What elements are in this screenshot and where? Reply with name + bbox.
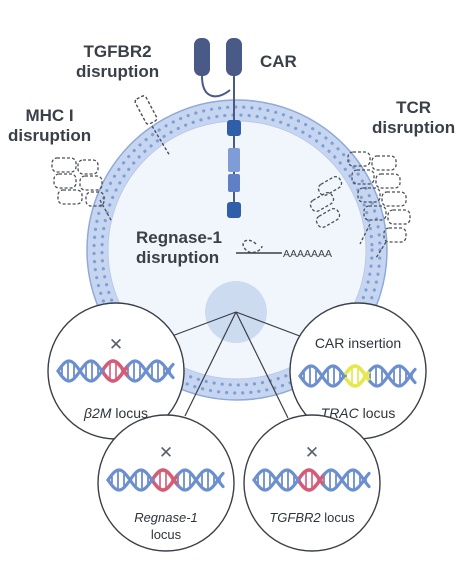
dna-strand bbox=[176, 468, 225, 492]
label-tgfbr2-line2: disruption bbox=[76, 61, 160, 81]
car-costim-domain bbox=[228, 148, 240, 172]
dna-strand bbox=[126, 359, 175, 383]
label-mhc-line2: disruption bbox=[8, 125, 92, 145]
locus-tgfbr2-label: TGFBR2 locus bbox=[269, 510, 355, 525]
car-signal-domain bbox=[228, 174, 240, 192]
dna-strand bbox=[344, 364, 372, 384]
label-tcr-disruption: TCR disruption bbox=[372, 98, 455, 137]
locus-trac: CAR insertion TRAC locus bbox=[289, 302, 427, 440]
label-tgfbr2-disruption: TGFBR2 disruption bbox=[76, 42, 159, 81]
locus-b2m: ✕ β2M locus bbox=[47, 302, 185, 440]
label-mhc-line1: MHC I bbox=[25, 106, 74, 125]
dna-strand bbox=[106, 468, 155, 492]
dna-strand bbox=[322, 468, 371, 492]
dna-strand bbox=[322, 468, 371, 492]
dna-strand bbox=[368, 364, 417, 388]
membrane-dots-inner bbox=[100, 113, 374, 387]
regnase-mrna: AAAAAAA bbox=[236, 239, 332, 260]
tcr-complex-dashed-icon bbox=[309, 151, 411, 259]
dna-strand bbox=[368, 364, 417, 388]
connector-b2m bbox=[171, 311, 237, 337]
locus-trac-top-label: CAR insertion bbox=[315, 335, 401, 351]
locus-tgfbr2: ✕ TGFBR2 locus bbox=[243, 414, 381, 552]
dna-helix-icon bbox=[298, 364, 417, 388]
dna-strand bbox=[102, 359, 130, 379]
mrna-polya-tail: AAAAAAA bbox=[283, 248, 332, 260]
locus-b2m-label: β2M locus bbox=[83, 405, 148, 421]
dna-strand bbox=[298, 364, 347, 388]
car-linker bbox=[201, 75, 231, 98]
label-regnase-disruption: Regnase-1 disruption bbox=[136, 228, 222, 267]
dna-strand bbox=[298, 468, 326, 488]
label-tcr-line2: disruption bbox=[372, 117, 456, 137]
car-scfv-left bbox=[194, 38, 210, 76]
dna-strand bbox=[56, 359, 105, 383]
locus-regnase-label-line2: locus bbox=[151, 527, 182, 542]
locus-tgfbr2-cut-mark: ✕ bbox=[305, 443, 319, 463]
mhc-i-dashed-icon bbox=[51, 157, 113, 223]
label-tcr-line1: TCR bbox=[396, 98, 432, 117]
label-mhc-disruption: MHC I disruption bbox=[8, 106, 91, 145]
connector-regnase bbox=[184, 311, 237, 417]
dna-strand bbox=[126, 359, 175, 383]
dna-helix-icon bbox=[252, 468, 371, 492]
locus-b2m-cut-mark: ✕ bbox=[109, 335, 123, 355]
label-tgfbr2-line1: TGFBR2 bbox=[83, 42, 152, 61]
membrane-dots-outer bbox=[92, 105, 382, 395]
locus-regnase-label-line1: Regnase-1 bbox=[134, 510, 198, 525]
locus-trac-label: TRAC locus bbox=[321, 405, 396, 421]
dna-strand bbox=[176, 468, 225, 492]
dna-strand bbox=[152, 468, 180, 488]
locus-regnase-cut-mark: ✕ bbox=[159, 443, 173, 463]
car-receptor bbox=[194, 38, 242, 218]
nucleus-connectors bbox=[171, 311, 306, 419]
dna-helix-icon bbox=[106, 468, 225, 492]
dna-strand bbox=[252, 468, 301, 492]
label-regnase-line2: disruption bbox=[136, 247, 220, 267]
locus-regnase: ✕ Regnase-1 locus bbox=[97, 414, 235, 552]
label-regnase-line1: Regnase-1 bbox=[136, 228, 222, 247]
car-end-domain bbox=[227, 202, 241, 218]
tgfbr2-receptor-dashed-icon bbox=[134, 95, 171, 157]
label-car: CAR bbox=[260, 52, 297, 71]
mrna-cap-icon bbox=[242, 239, 263, 254]
car-transmembrane bbox=[227, 120, 241, 136]
connector-tgfbr2 bbox=[235, 311, 289, 419]
car-scfv-right bbox=[226, 38, 242, 76]
connector-trac bbox=[235, 311, 306, 339]
dna-helix-icon bbox=[56, 359, 175, 383]
